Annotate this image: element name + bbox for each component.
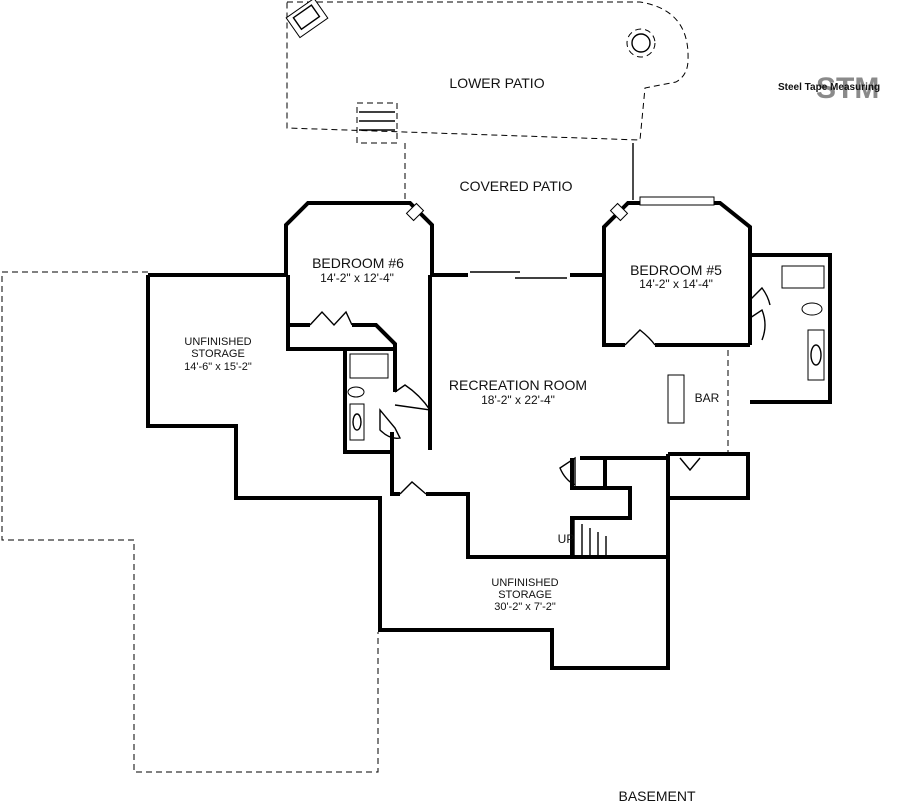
patio-bench-icon xyxy=(285,0,329,39)
bedroom6-label: BEDROOM #6 xyxy=(312,255,404,271)
logo-text: Steel Tape Measuring xyxy=(778,82,880,93)
lower-patio-label: LOWER PATIO xyxy=(449,75,544,91)
bedroom5-dims: 14'-2" x 14'-4" xyxy=(639,277,713,291)
west-storage-label-line1: UNFINISHED xyxy=(184,336,251,348)
south-storage-dims: 30'-2" x 7'-2" xyxy=(494,601,556,613)
stairs-up-label: UP xyxy=(558,532,575,546)
bedroom5-label: BEDROOM #5 xyxy=(630,262,722,278)
west-storage-dims: 14'-6" x 15'-2" xyxy=(184,361,252,373)
covered-patio-area xyxy=(404,143,634,205)
west-storage-label-line2: STORAGE xyxy=(191,348,245,360)
logo-mark: STM xyxy=(816,72,879,105)
company-logo: STM Steel Tape Measuring xyxy=(778,72,880,105)
recreation-room-dims: 18'-2" x 22'-4" xyxy=(481,393,555,407)
bedroom6-bath-fixtures xyxy=(347,353,389,441)
interior-walls xyxy=(286,275,750,559)
exterior-walls xyxy=(146,201,832,670)
floor-level-label: BASEMENT xyxy=(618,788,695,803)
bar-label: BAR xyxy=(695,391,720,405)
bedroom6-dims: 14'-2" x 12'-4" xyxy=(320,271,394,285)
bedroom5-bath-fixtures xyxy=(781,265,825,381)
windows xyxy=(405,196,715,279)
unexcavated-area xyxy=(1,271,379,773)
patio-steps-icon xyxy=(356,102,398,144)
stair-treads-icon xyxy=(573,520,607,555)
doors xyxy=(309,286,771,495)
bar-counter xyxy=(667,350,729,452)
lower-patio-area xyxy=(285,0,689,144)
covered-patio-label: COVERED PATIO xyxy=(459,178,572,194)
south-storage-label-line2: STORAGE xyxy=(498,589,552,601)
recreation-room-label: RECREATION ROOM xyxy=(449,377,587,393)
south-storage-label-line1: UNFINISHED xyxy=(491,577,558,589)
